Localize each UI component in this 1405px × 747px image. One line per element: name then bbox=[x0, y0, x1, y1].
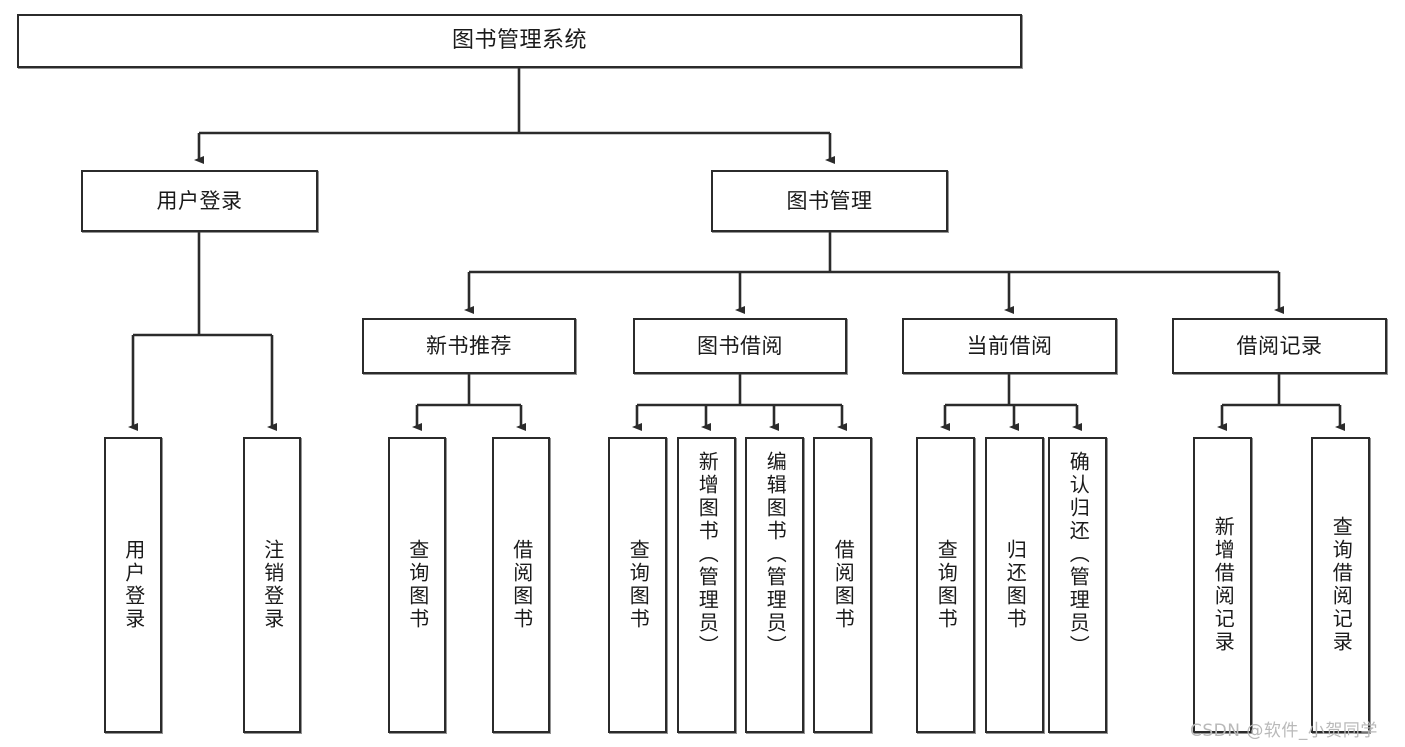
node-label: 当前借阅 bbox=[966, 333, 1053, 358]
node-label: 图书管理 bbox=[786, 188, 873, 213]
node-label: 新增借阅记录 bbox=[1211, 516, 1236, 654]
node-label: 注销登录 bbox=[260, 539, 285, 631]
leaf-current-return-book[interactable]: 归还图书 bbox=[985, 437, 1044, 733]
leaf-current-query-book[interactable]: 查询图书 bbox=[916, 437, 975, 733]
node-user-login[interactable]: 用户登录 bbox=[81, 170, 318, 232]
leaf-borrow-add-book-admin[interactable]: 新增图书（管理员） bbox=[677, 437, 736, 733]
leaf-borrow-edit-book-admin[interactable]: 编辑图书（管理员） bbox=[745, 437, 804, 733]
node-root-system[interactable]: 图书管理系统 bbox=[17, 14, 1022, 68]
csdn-watermark: CSDN @软件_小贺同学 bbox=[1190, 721, 1378, 741]
leaf-user-login-logout[interactable]: 注销登录 bbox=[243, 437, 301, 733]
node-label: 用户登录 bbox=[156, 188, 243, 213]
node-label: 查询图书 bbox=[405, 539, 430, 631]
node-label: 归还图书 bbox=[1003, 539, 1028, 631]
node-label: 图书管理系统 bbox=[451, 28, 587, 54]
node-label: 编辑图书（管理员） bbox=[763, 451, 788, 658]
node-label: 新增图书（管理员） bbox=[695, 451, 720, 658]
node-new-book-recommend[interactable]: 新书推荐 bbox=[362, 318, 576, 374]
leaf-user-login-login[interactable]: 用户登录 bbox=[104, 437, 162, 733]
node-label: 借阅记录 bbox=[1236, 333, 1323, 358]
leaf-borrow-borrow-book[interactable]: 借阅图书 bbox=[813, 437, 872, 733]
leaf-recommend-query-book[interactable]: 查询图书 bbox=[388, 437, 446, 733]
node-label: 确认归还（管理员） bbox=[1066, 451, 1091, 658]
leaf-record-query-record[interactable]: 查询借阅记录 bbox=[1311, 437, 1370, 733]
node-book-borrow[interactable]: 图书借阅 bbox=[633, 318, 847, 374]
node-label: 查询图书 bbox=[626, 539, 651, 631]
leaf-borrow-query-book[interactable]: 查询图书 bbox=[608, 437, 667, 733]
node-borrow-record[interactable]: 借阅记录 bbox=[1172, 318, 1387, 374]
leaf-current-confirm-return-admin[interactable]: 确认归还（管理员） bbox=[1048, 437, 1107, 733]
node-book-management[interactable]: 图书管理 bbox=[711, 170, 948, 232]
leaf-recommend-borrow-book[interactable]: 借阅图书 bbox=[492, 437, 550, 733]
leaf-record-add-record[interactable]: 新增借阅记录 bbox=[1193, 437, 1252, 733]
node-label: 借阅图书 bbox=[831, 539, 856, 631]
node-label: 图书借阅 bbox=[697, 333, 783, 358]
node-label: 查询借阅记录 bbox=[1329, 516, 1354, 654]
node-label: 查询图书 bbox=[934, 539, 959, 631]
node-label: 借阅图书 bbox=[509, 539, 534, 631]
node-label: 用户登录 bbox=[121, 539, 146, 631]
node-label: 新书推荐 bbox=[426, 333, 512, 358]
node-current-borrow[interactable]: 当前借阅 bbox=[902, 318, 1117, 374]
